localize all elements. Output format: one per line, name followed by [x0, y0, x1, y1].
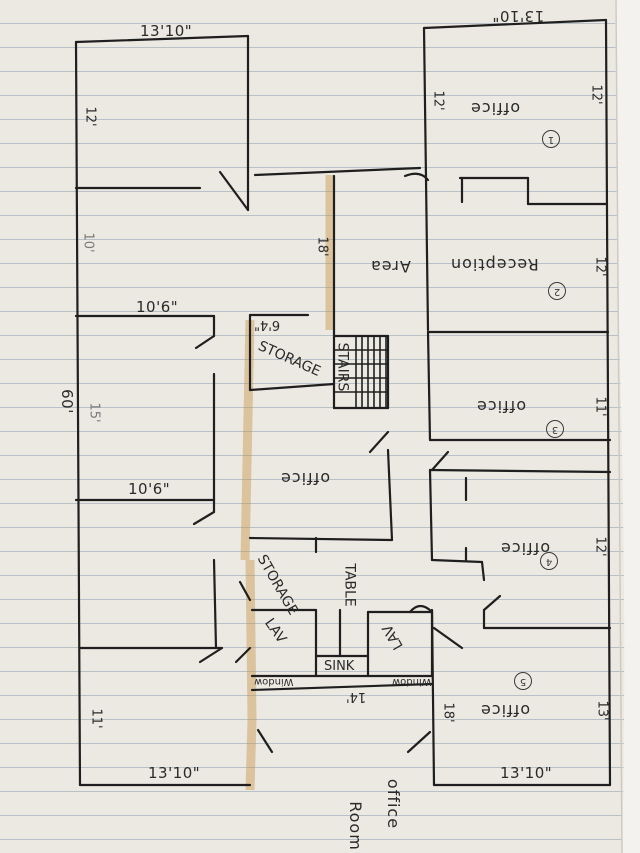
label-area: Area	[370, 257, 411, 276]
room-number-3: 3	[546, 420, 564, 438]
dim-12-left: 12'	[82, 106, 98, 127]
label-office-room-1: office	[384, 778, 404, 830]
dim-12-office3: 12'	[592, 536, 608, 557]
dim-15: 15'	[86, 402, 102, 423]
dim-12-office1-left: 12'	[430, 90, 446, 111]
room-number-5: 5	[514, 672, 532, 690]
label-office-2: office	[476, 397, 527, 416]
dim-10: 10'	[80, 232, 96, 253]
page-edge	[615, 0, 640, 853]
dim-top-left: 13'10"	[140, 22, 193, 40]
dim-12-office1-right: 12'	[588, 84, 604, 105]
label-reception: Reception	[450, 255, 539, 274]
room-number-1: 1	[542, 130, 560, 148]
label-office-room-2: Room	[345, 801, 365, 851]
dim-11-office2: 11'	[592, 396, 608, 417]
label-stairs: STAIRS	[334, 342, 351, 392]
label-office-5: office	[480, 701, 531, 720]
room-number-4: 4	[540, 552, 558, 570]
dim-10-6-upper: 10'6"	[136, 298, 179, 316]
label-window-right: Window	[392, 676, 432, 687]
walls	[74, 18, 612, 787]
dim-13-office5: 13'	[594, 700, 610, 721]
dim-10-6-lower: 10'6"	[128, 480, 171, 498]
dim-bottom-left: 13'10"	[148, 764, 201, 782]
dim-14: 14'	[346, 689, 367, 704]
stairs-treads	[334, 336, 388, 408]
dim-bottom-right: 13'10"	[500, 764, 553, 782]
room-number-2: 2	[548, 282, 566, 300]
dim-11-bottom-left: 11'	[88, 708, 104, 729]
label-office-1: office	[470, 99, 521, 118]
dim-60-overall: 60'	[57, 389, 76, 414]
dim-18-office5: 18'	[440, 702, 456, 723]
label-window-left: Window	[254, 676, 294, 687]
dim-12-reception: 12'	[592, 256, 608, 277]
label-table: TABLE	[341, 563, 358, 607]
dim-6-4: 6'4"	[254, 317, 281, 332]
dim-top-right: 13'10"	[492, 7, 545, 25]
dim-18-corridor: 18'	[314, 236, 330, 257]
label-office-center: office	[280, 469, 331, 488]
label-sink: SINK	[324, 659, 355, 674]
